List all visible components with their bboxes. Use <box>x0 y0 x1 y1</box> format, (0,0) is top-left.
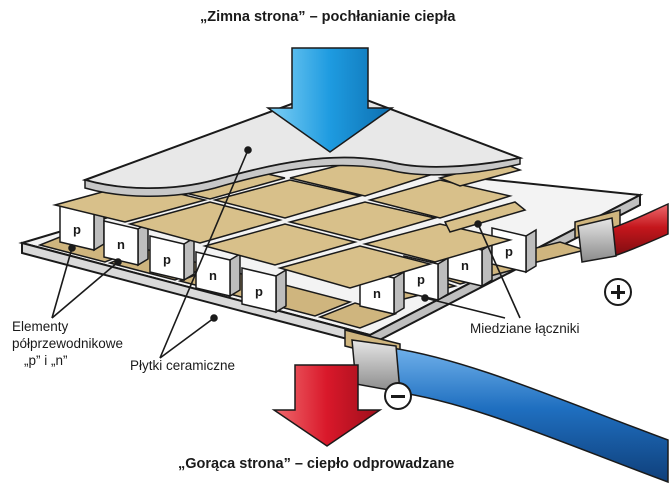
hot-side-title: „Gorąca strona” – ciepło odprowadzane <box>178 456 455 472</box>
semiconductor-label-line2: półprzewodnikowe <box>12 336 124 351</box>
negative-wire <box>351 339 669 484</box>
semiconductor-element: n <box>195 251 241 298</box>
element-type-letter: p <box>255 284 263 299</box>
element-type-letter: n <box>117 237 125 252</box>
element-type-letter: p <box>73 222 81 237</box>
semiconductor-element: p <box>491 227 537 274</box>
semiconductor-element: p <box>241 267 287 314</box>
element-type-letter: n <box>461 258 469 273</box>
leader-lines <box>51 146 521 359</box>
element-type-letter: p <box>163 252 171 267</box>
hot-side-arrow <box>271 364 383 447</box>
cold-side-arrow <box>265 47 395 153</box>
semiconductor-element: p <box>149 235 195 282</box>
semiconductor-label-line1: Elementy <box>12 319 69 334</box>
top-ceramic-plate <box>81 86 524 197</box>
element-type-letter: n <box>209 268 217 283</box>
ceramic-plates-label: Płytki ceramiczne <box>130 358 236 373</box>
copper-connectors-label: Miedziane łączniki <box>470 321 580 336</box>
cold-side-title: „Zimna strona” – pochłanianie ciepła <box>200 9 456 25</box>
element-type-letter: p <box>417 272 425 287</box>
positive-terminal-icon <box>604 278 632 306</box>
semiconductor-label-line3: „p” i „n” <box>24 353 68 368</box>
negative-terminal-icon <box>384 382 412 410</box>
semiconductor-element: n <box>103 220 149 267</box>
positive-wire <box>577 202 669 263</box>
semiconductor-element: p <box>59 205 105 252</box>
element-type-letter: n <box>373 286 381 301</box>
element-type-letter: p <box>505 244 513 259</box>
